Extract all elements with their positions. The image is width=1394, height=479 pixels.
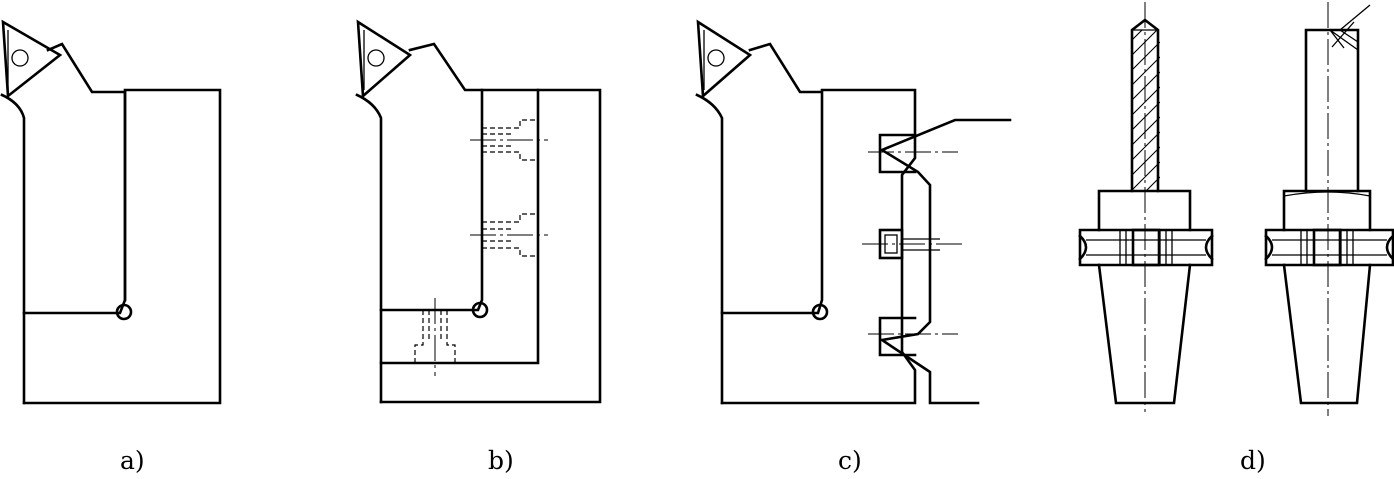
panel-a-block: [22, 88, 222, 405]
panel-c-insert: [696, 19, 753, 99]
panel-b-block: [379, 88, 602, 404]
panel-a-insert: [1, 19, 63, 99]
panel-c-drawing: [695, 19, 1012, 405]
panel-c-screw: [862, 228, 962, 260]
panel-c-v-pocket-lower: [878, 316, 917, 357]
panel-b-hidden-screw-upper: [470, 119, 548, 161]
panel-c-tool-holder: [695, 42, 824, 315]
panel-c-relief-hole: [811, 303, 829, 321]
panel-d-flange-right: [1264, 228, 1394, 267]
panel-d-holder-collar-right: [1282, 189, 1372, 232]
panel-a-drawing: [0, 19, 222, 405]
panel-c-block: [720, 88, 917, 405]
panel-d-flange-left: [1078, 228, 1214, 267]
panel-a-tool-holder: [0, 42, 127, 315]
panel-c-clamp-plate: [878, 118, 1012, 405]
panel-a-relief-hole: [115, 303, 133, 321]
panel-d-tool-right: [1264, 2, 1394, 416]
panel-d-plain-shank: [1304, 4, 1371, 193]
panel-b-insert: [356, 19, 413, 99]
panel-b-hidden-screw-bottom: [414, 298, 456, 376]
panel-b-drawing: [355, 19, 602, 404]
panel-b-caption: b): [488, 446, 514, 475]
panel-b-tool-holder: [355, 42, 484, 312]
panel-c-caption: c): [838, 446, 862, 475]
panel-a-caption: a): [120, 446, 145, 475]
panel-d-taper-right: [1282, 263, 1372, 405]
panel-b-relief-hole: [471, 301, 489, 319]
panel-d-caption: d): [1240, 446, 1266, 475]
panel-c-v-pocket-upper: [878, 133, 917, 174]
panel-d-drill-shank: [1130, 18, 1160, 193]
panel-b-hidden-screw-middle: [470, 213, 548, 257]
panel-d-tool-left: [1078, 2, 1214, 412]
